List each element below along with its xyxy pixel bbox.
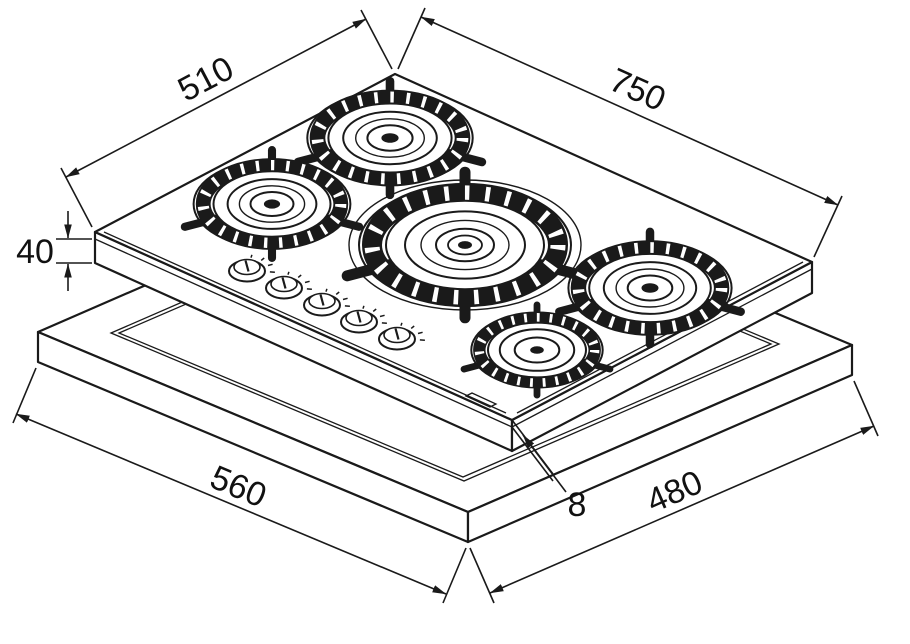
extension-line	[60, 167, 93, 228]
knob-slot	[394, 328, 400, 340]
dimension-line	[420, 16, 839, 206]
knob-tick	[260, 257, 265, 261]
dimension-line	[15, 413, 447, 595]
dim-label-510: 510	[172, 49, 240, 109]
knob-tick	[372, 308, 377, 312]
dimension-line	[489, 425, 875, 594]
knob-tick	[267, 263, 273, 267]
dim-label-750: 750	[604, 61, 671, 119]
knob-tick	[362, 305, 365, 309]
extension-line	[813, 195, 843, 258]
glass-inner-border	[516, 261, 804, 414]
dim-label-40: 40	[16, 233, 54, 271]
control-knob	[265, 271, 312, 300]
knob-tick	[287, 271, 290, 275]
control-knobs	[228, 254, 425, 351]
extension-line	[469, 547, 495, 604]
knob-tick	[400, 322, 403, 326]
glass-edge-line	[511, 268, 813, 428]
dimension-8: 8	[511, 419, 587, 524]
knob-tick	[335, 291, 340, 295]
extension-line	[853, 380, 879, 437]
burner-med	[555, 227, 745, 349]
extension-line	[511, 426, 554, 482]
control-knob	[378, 322, 425, 351]
knob-tick	[250, 254, 253, 258]
knob-slot	[319, 294, 325, 306]
dim-label-480: 480	[641, 463, 708, 520]
dim-label-560: 560	[205, 458, 272, 515]
knob-tick	[417, 331, 423, 335]
knob-tick	[342, 297, 348, 301]
knob-tick	[325, 288, 328, 292]
knob-slot	[356, 311, 362, 323]
knob-slot	[244, 260, 250, 272]
glass-edge-line	[94, 238, 513, 428]
knob-tick	[379, 314, 385, 318]
control-knob	[228, 254, 275, 283]
dim-label-8: 8	[568, 486, 587, 524]
extension-line	[397, 7, 426, 70]
burner-small	[460, 301, 614, 399]
knob-tick	[297, 274, 302, 278]
control-knob	[303, 288, 350, 317]
extension-line	[442, 547, 467, 604]
leader-arrow	[522, 434, 567, 493]
brand-badge	[464, 392, 498, 408]
knob-slot	[281, 277, 287, 289]
dimension-line	[65, 18, 367, 178]
knob-tick	[304, 280, 310, 284]
knob-tick	[410, 325, 415, 329]
control-knob	[340, 305, 387, 334]
glass-inner-border	[103, 231, 507, 414]
dimension-40: 40	[16, 211, 92, 291]
